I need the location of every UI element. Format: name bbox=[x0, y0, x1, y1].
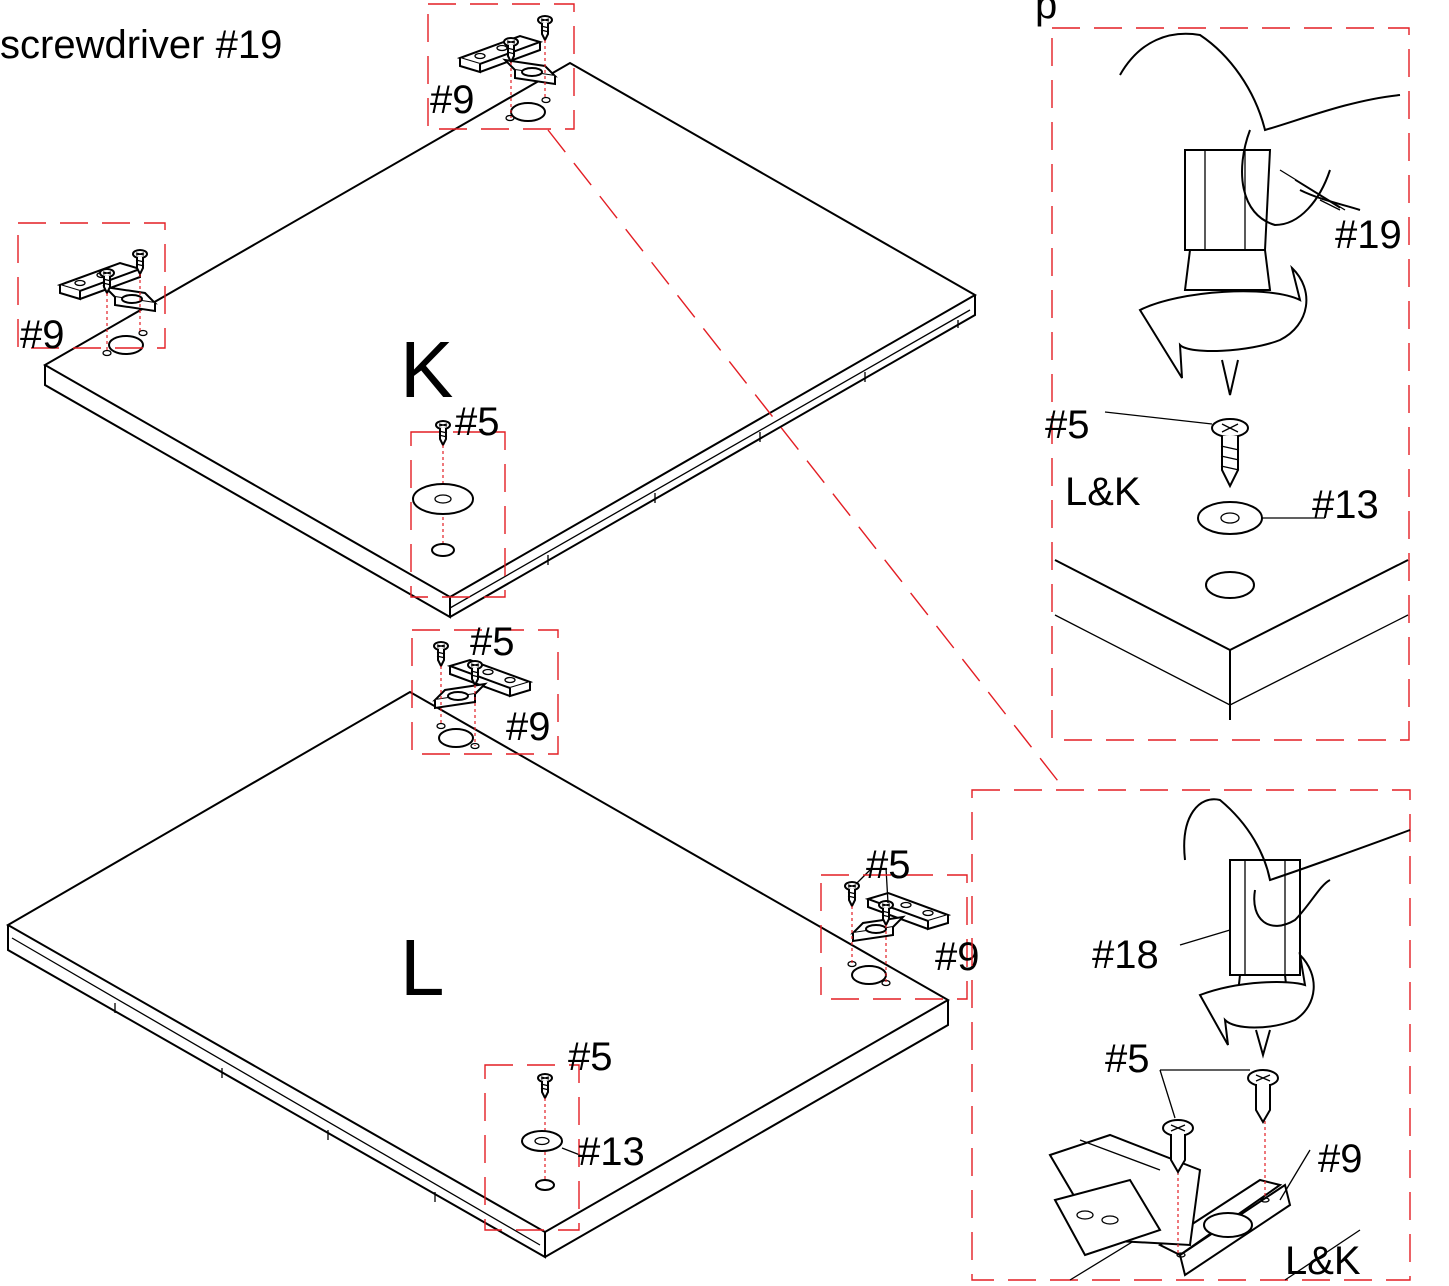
partial-heading-fragment: p bbox=[1035, 0, 1057, 27]
l-top-hinge-callout: #9 bbox=[506, 705, 551, 749]
detail-top-tool-callout: #19 bbox=[1335, 213, 1402, 257]
l-washer-callout: #13 bbox=[578, 1130, 645, 1174]
k-screw-callout: #5 bbox=[455, 400, 500, 444]
l-top-hinge-box bbox=[411, 629, 559, 755]
detail-top-panels-label: L&K bbox=[1065, 470, 1141, 514]
l-top-hinge-screw-callout: #5 bbox=[470, 620, 515, 664]
detail-top: #19 #5 L&K #13 bbox=[1045, 27, 1410, 741]
detail-bottom-panels-label: L&K bbox=[1285, 1239, 1361, 1281]
k-top-hinge-box bbox=[427, 3, 575, 130]
tool-caption: screwdriver #19 bbox=[0, 23, 282, 67]
l-screw-box bbox=[484, 1064, 580, 1231]
k-top-hinge: #9 bbox=[427, 3, 575, 130]
l-right-hinge-screw-callout: #5 bbox=[866, 843, 911, 887]
detail-connector-line bbox=[547, 129, 1066, 791]
k-left-hinge-callout: #9 bbox=[20, 313, 65, 357]
detail-bottom: #18 #5 #9 L&K bbox=[971, 789, 1411, 1283]
l-right-hinge-box bbox=[820, 874, 968, 1000]
k-left-hinge-box bbox=[17, 222, 166, 349]
panel-l-label: L bbox=[400, 923, 445, 1012]
l-screw-callout: #5 bbox=[568, 1035, 613, 1079]
k-screw-box bbox=[410, 431, 506, 598]
detail-bottom-tool-callout: #18 bbox=[1092, 933, 1159, 977]
panel-l: L bbox=[5, 690, 951, 1259]
panel-k: K bbox=[42, 61, 978, 619]
k-screw-washer: #5 bbox=[410, 400, 506, 598]
detail-bottom-hinge-callout: #9 bbox=[1318, 1137, 1363, 1181]
l-top-hinge: #5 #9 bbox=[411, 620, 559, 755]
l-right-hinge-callout: #9 bbox=[935, 935, 980, 979]
k-top-hinge-callout: #9 bbox=[430, 78, 475, 122]
l-screw-washer: #5 #13 bbox=[484, 1035, 645, 1231]
detail-top-box bbox=[1051, 27, 1410, 741]
panel-k-label: K bbox=[400, 325, 453, 414]
detail-bottom-screw-callout: #5 bbox=[1105, 1037, 1150, 1081]
detail-bottom-box bbox=[971, 789, 1411, 1281]
detail-top-washer-callout: #13 bbox=[1312, 483, 1379, 527]
detail-top-screw-callout: #5 bbox=[1045, 403, 1090, 447]
k-left-hinge: #9 bbox=[17, 222, 166, 357]
